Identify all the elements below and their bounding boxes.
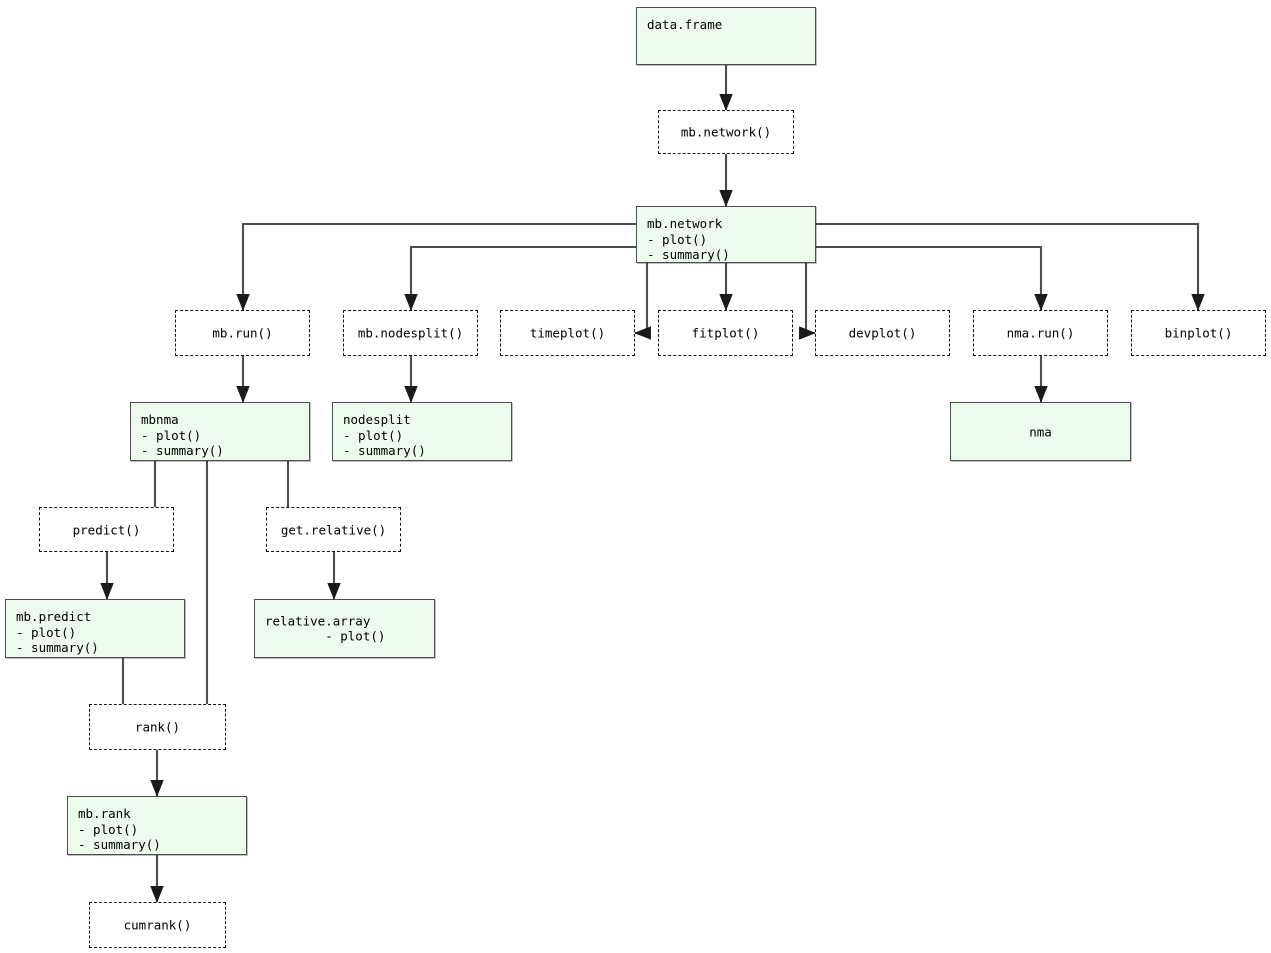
node-label-relative-array-obj: relative.array - plot() — [265, 613, 385, 644]
edge-mb-network-to-mb-run — [236, 222, 636, 311]
node-text-line: - summary() — [141, 443, 224, 458]
edge-mb-network-to-devplot — [799, 263, 816, 340]
node-text-line: - summary() — [647, 247, 730, 262]
node-label-data-frame: data.frame — [647, 17, 722, 33]
node-mb-run-fn: mb.run() — [175, 310, 310, 356]
node-label-get-relative-fn: get.relative() — [267, 522, 400, 538]
node-label-nma-run-fn: nma.run() — [974, 325, 1107, 341]
node-mbnma-obj: mbnma- plot()- summary() — [130, 402, 310, 461]
node-rank-fn: rank() — [89, 704, 226, 750]
node-text-line: devplot() — [848, 325, 917, 341]
node-label-mb-rank-obj: mb.rank- plot()- summary() — [78, 806, 161, 853]
node-text-line: - plot() — [647, 231, 708, 247]
node-text-line: - plot() — [16, 624, 77, 640]
node-text-line: mb.network() — [680, 124, 772, 140]
node-text-line: - plot() — [141, 427, 202, 443]
node-text-line: nodesplit — [343, 412, 411, 427]
node-label-rank-fn: rank() — [90, 719, 225, 735]
node-label-nodesplit-obj: nodesplit- plot()- summary() — [343, 412, 426, 459]
edge-mb-network-to-binplot — [816, 222, 1205, 311]
node-text-line: - summary() — [16, 640, 99, 655]
node-cumrank-fn: cumrank() — [89, 902, 226, 948]
node-nma-obj: nma — [950, 402, 1131, 461]
node-text-line: - plot() — [265, 628, 386, 644]
node-label-mb-predict-obj: mb.predict- plot()- summary() — [16, 609, 99, 656]
node-text-line: timeplot() — [529, 325, 606, 341]
edge-mb-network-to-mb-nodesplit — [404, 245, 636, 311]
node-label-mb-network-fn: mb.network() — [659, 124, 793, 140]
node-label-timeplot-fn: timeplot() — [501, 325, 634, 341]
node-text-line: nma — [1029, 423, 1052, 439]
edge-mb-network-to-timeplot — [634, 263, 651, 340]
node-text-line: - plot() — [78, 821, 139, 837]
node-label-mb-run-fn: mb.run() — [176, 325, 309, 341]
node-text-line: mb.network — [647, 216, 723, 231]
node-mb-nodesplit-fn: mb.nodesplit() — [343, 310, 478, 356]
node-label-predict-fn: predict() — [40, 522, 173, 538]
node-text-line: mb.run() — [212, 325, 273, 341]
edge-mb-network-to-nma-run — [816, 245, 1048, 311]
node-label-mbnma-obj: mbnma- plot()- summary() — [141, 412, 224, 459]
node-label-nma-obj: nma — [951, 424, 1130, 440]
node-text-line: mb.rank — [78, 806, 131, 821]
node-mb-predict-obj: mb.predict- plot()- summary() — [5, 599, 185, 658]
node-get-relative-fn: get.relative() — [266, 507, 401, 552]
node-text-line: - summary() — [78, 837, 161, 852]
node-text-line: binplot() — [1164, 325, 1233, 341]
node-label-binplot-fn: binplot() — [1132, 325, 1265, 341]
node-mb-rank-obj: mb.rank- plot()- summary() — [67, 796, 247, 855]
node-text-line: data.frame — [647, 17, 723, 32]
node-predict-fn: predict() — [39, 507, 174, 552]
node-text-line: - plot() — [343, 427, 404, 443]
node-label-cumrank-fn: cumrank() — [90, 917, 225, 933]
node-text-line: fitplot() — [691, 325, 760, 341]
node-label-mb-network-obj: mb.network- plot()- summary() — [647, 216, 730, 263]
node-relative-array-obj: relative.array - plot() — [254, 599, 435, 658]
node-text-line: cumrank() — [123, 917, 192, 933]
node-text-line: rank() — [134, 719, 181, 735]
node-text-line: predict() — [72, 521, 141, 537]
node-text-line: relative.array — [265, 613, 371, 628]
node-label-mb-nodesplit-fn: mb.nodesplit() — [344, 325, 477, 341]
node-nodesplit-obj: nodesplit- plot()- summary() — [332, 402, 512, 461]
node-binplot-fn: binplot() — [1131, 310, 1266, 356]
node-label-fitplot-fn: fitplot() — [659, 325, 792, 341]
node-text-line: mb.predict — [16, 609, 92, 624]
node-label-devplot-fn: devplot() — [816, 325, 949, 341]
node-mb-network-obj: mb.network- plot()- summary() — [636, 206, 816, 263]
node-data-frame: data.frame — [636, 7, 816, 65]
node-nma-run-fn: nma.run() — [973, 310, 1108, 356]
node-text-line: - summary() — [343, 443, 426, 458]
node-text-line: nma.run() — [1006, 325, 1075, 341]
node-text-line: mb.nodesplit() — [357, 325, 464, 341]
node-text-line: get.relative() — [280, 521, 387, 537]
node-devplot-fn: devplot() — [815, 310, 950, 356]
node-mb-network-fn: mb.network() — [658, 110, 794, 154]
node-text-line: mbnma — [141, 412, 179, 427]
node-timeplot-fn: timeplot() — [500, 310, 635, 356]
node-fitplot-fn: fitplot() — [658, 310, 793, 356]
